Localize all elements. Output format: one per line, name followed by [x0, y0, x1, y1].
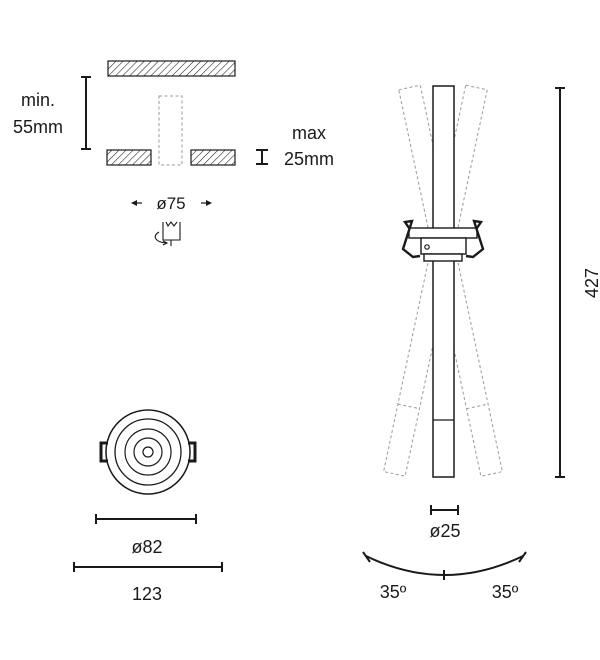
min-depth-label-1: min. [21, 90, 55, 110]
front-diameter-label: ø82 [131, 537, 162, 557]
height-label: 427 [582, 268, 600, 298]
tilt-arc-cap-right [518, 551, 527, 563]
max-thickness-label-1: max [292, 123, 326, 143]
cutout-arrow-right [206, 200, 212, 206]
tilted-rod-right [382, 84, 488, 477]
min-depth-label-2: 55mm [13, 117, 63, 137]
recess-dashed-body [158, 95, 183, 166]
third-ring [124, 428, 172, 476]
ceiling-top-slab [107, 60, 236, 77]
rod-body [432, 85, 455, 478]
front-width-label: 123 [132, 584, 162, 604]
tilt-left-label: 35º [380, 582, 407, 602]
second-ring [114, 418, 182, 486]
lens [142, 446, 154, 458]
outer-ring [105, 409, 191, 495]
spring-clip-left [99, 441, 108, 463]
side-view: 427 ø25 35º 35º [362, 84, 600, 602]
tilt-arc-cap-left [362, 551, 371, 563]
hole-saw-icon [154, 221, 181, 246]
ceiling-section: min. 55mm max 25mm ø75 [13, 60, 334, 246]
ceiling-bottom-slab-left [106, 149, 152, 166]
rod-diameter-label: ø25 [429, 521, 460, 541]
tilt-right-label: 35º [492, 582, 519, 602]
tilted-rod-left [398, 84, 504, 477]
ceiling-bottom-slab-right [190, 149, 236, 166]
inner-ring [133, 437, 163, 467]
side-spring-left [401, 219, 421, 259]
max-thickness-label-2: 25mm [284, 149, 334, 169]
pivot-screw [424, 244, 430, 250]
side-spring-right [465, 219, 485, 259]
mount-housing [401, 219, 485, 262]
cutout-diameter-label: ø75 [156, 194, 185, 213]
front-view: ø82 123 [73, 409, 223, 604]
cutout-arrow-left [131, 200, 137, 206]
spring-clip-right [188, 441, 197, 463]
